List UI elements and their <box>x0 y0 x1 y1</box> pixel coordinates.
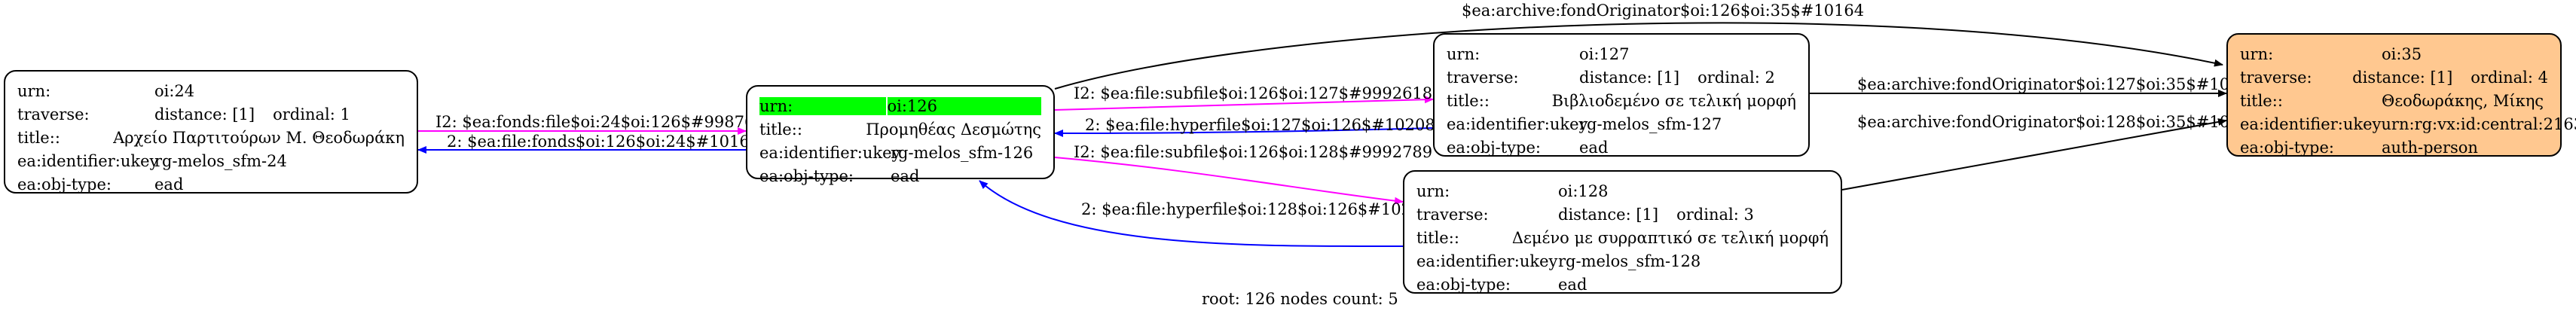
traverse-value: distance: [1] <box>154 105 255 123</box>
ukey-label: ea:identifier:ukey <box>17 151 159 170</box>
objtype-value: ead <box>1579 138 1609 157</box>
traverse-value: distance: [1] <box>2352 68 2453 87</box>
ukey-label: ea:identifier:ukey <box>1447 114 1588 133</box>
ukey-value: rg-melos_sfm-126 <box>891 143 1034 162</box>
traverse-label: traverse: <box>2240 68 2312 87</box>
title-value: Προμηθέας Δεσμώτης <box>866 120 1041 139</box>
title-value: Δεμένο με συρραπτικό σε τελική μορφή <box>1511 228 1829 247</box>
node-oi-127[interactable]: urn: oi:127 traverse: distance: [1] ordinal… <box>1433 33 1810 157</box>
title-label: title:: <box>17 128 60 147</box>
objtype-label: ea:obj-type: <box>17 175 112 194</box>
edge-label-file-fonds: 2: $ea:file:fonds$oi:126$oi:24$#10163 <box>447 133 760 151</box>
objtype-label: ea:obj-type: <box>759 166 854 185</box>
objtype-label: ea:obj-type: <box>1416 275 1511 294</box>
title-value: Θεοδωράκης, Μίκης <box>2382 91 2544 110</box>
edge-label-originator-127: $ea:archive:fondOriginator$oi:127$oi:35$… <box>1857 75 2260 93</box>
edge-label-subfile-128: I2: $ea:file:subfile$oi:126$oi:128$#9992… <box>1074 143 1433 161</box>
edge-label-hyperfile-128: 2: $ea:file:hyperfile$oi:128$oi:126$#102… <box>1081 200 1432 218</box>
title-value: Βιβλιοδεμένο σε τελική μορφή <box>1551 91 1796 110</box>
urn-value: oi:126 <box>887 96 1041 115</box>
ordinal-value: ordinal: 2 <box>1697 68 1775 87</box>
edge-originator-128 <box>1841 118 2227 191</box>
urn-value: oi:128 <box>1558 181 1609 200</box>
edge-label-hyperfile-127: 2: $ea:file:hyperfile$oi:127$oi:126$#102… <box>1085 116 1435 134</box>
objtype-value: ead <box>891 166 920 185</box>
edge-label-originator-126: $ea:archive:fondOriginator$oi:126$oi:35$… <box>1462 2 1865 20</box>
ukey-value: urn:rg:vx:id:central:2163 <box>2381 114 2576 133</box>
edge-subfile-127 <box>1054 96 1434 111</box>
edge-label-fonds-file: I2: $ea:fonds:file$oi:24$oi:126$#9987604 <box>435 113 775 131</box>
objtype-label: ea:obj-type: <box>1447 138 1541 157</box>
urn-value: oi:127 <box>1579 44 1630 63</box>
ukey-value: rg-melos_sfm-128 <box>1558 252 1701 270</box>
node-oi-128[interactable]: urn: oi:128 traverse: distance: [1] ordinal… <box>1403 170 1842 294</box>
urn-label: urn: <box>759 96 886 115</box>
objtype-value: ead <box>154 175 184 194</box>
ukey-value: rg-melos_sfm-24 <box>154 151 287 170</box>
ukey-label: ea:identifier:ukey <box>759 143 901 162</box>
traverse-value: distance: [1] <box>1579 68 1680 87</box>
ukey-value: rg-melos_sfm-127 <box>1579 114 1722 133</box>
edge-hyperfile-128 <box>979 180 1404 248</box>
urn-label: urn: <box>2240 44 2274 63</box>
edge-originator-126 <box>1054 22 2223 90</box>
ordinal-value: ordinal: 3 <box>1676 205 1754 224</box>
objtype-label: ea:obj-type: <box>2240 138 2334 157</box>
title-label: title:: <box>1447 91 1490 110</box>
title-label: title:: <box>1416 228 1459 247</box>
urn-value: oi:24 <box>154 81 195 100</box>
title-label: title:: <box>2240 91 2283 110</box>
urn-label: urn: <box>1447 44 1481 63</box>
title-value: Αρχείο Παρτιτούρων Μ. Θεοδωράκη <box>113 128 405 147</box>
node-oi-24[interactable]: urn: oi:24 traverse: distance: [1] ordinal:… <box>4 70 418 194</box>
urn-label: urn: <box>17 81 51 100</box>
graph-footer: root: 126 nodes count: 5 <box>1202 290 1398 308</box>
edge-label-originator-128: $ea:archive:fondOriginator$oi:128$oi:35$… <box>1857 113 2260 131</box>
traverse-label: traverse: <box>1447 68 1519 87</box>
ordinal-value: ordinal: 4 <box>2471 68 2548 87</box>
objtype-value: auth-person <box>2382 138 2478 157</box>
edge-subfile-128 <box>1054 157 1404 205</box>
ukey-label: ea:identifier:ukey <box>1416 252 1558 270</box>
ordinal-value: ordinal: 1 <box>273 105 350 123</box>
edge-label-subfile-127: I2: $ea:file:subfile$oi:126$oi:127$#9992… <box>1074 84 1433 102</box>
objtype-value: ead <box>1558 275 1587 294</box>
urn-label: urn: <box>1416 181 1450 200</box>
traverse-label: traverse: <box>17 105 90 123</box>
title-label: title:: <box>759 120 802 139</box>
edge-hyperfile-127 <box>1054 127 1434 137</box>
node-oi-35[interactable]: urn: oi:35 traverse: distance: [1] ordinal:… <box>2226 33 2576 157</box>
traverse-label: traverse: <box>1416 205 1489 224</box>
traverse-value: distance: [1] <box>1558 205 1659 224</box>
urn-value: oi:35 <box>2382 44 2422 63</box>
node-oi-126[interactable]: urn:oi:126 title::Προμηθέας Δεσμώτης ea:… <box>746 85 1055 185</box>
ukey-label: ea:identifier:ukey <box>2240 114 2382 133</box>
